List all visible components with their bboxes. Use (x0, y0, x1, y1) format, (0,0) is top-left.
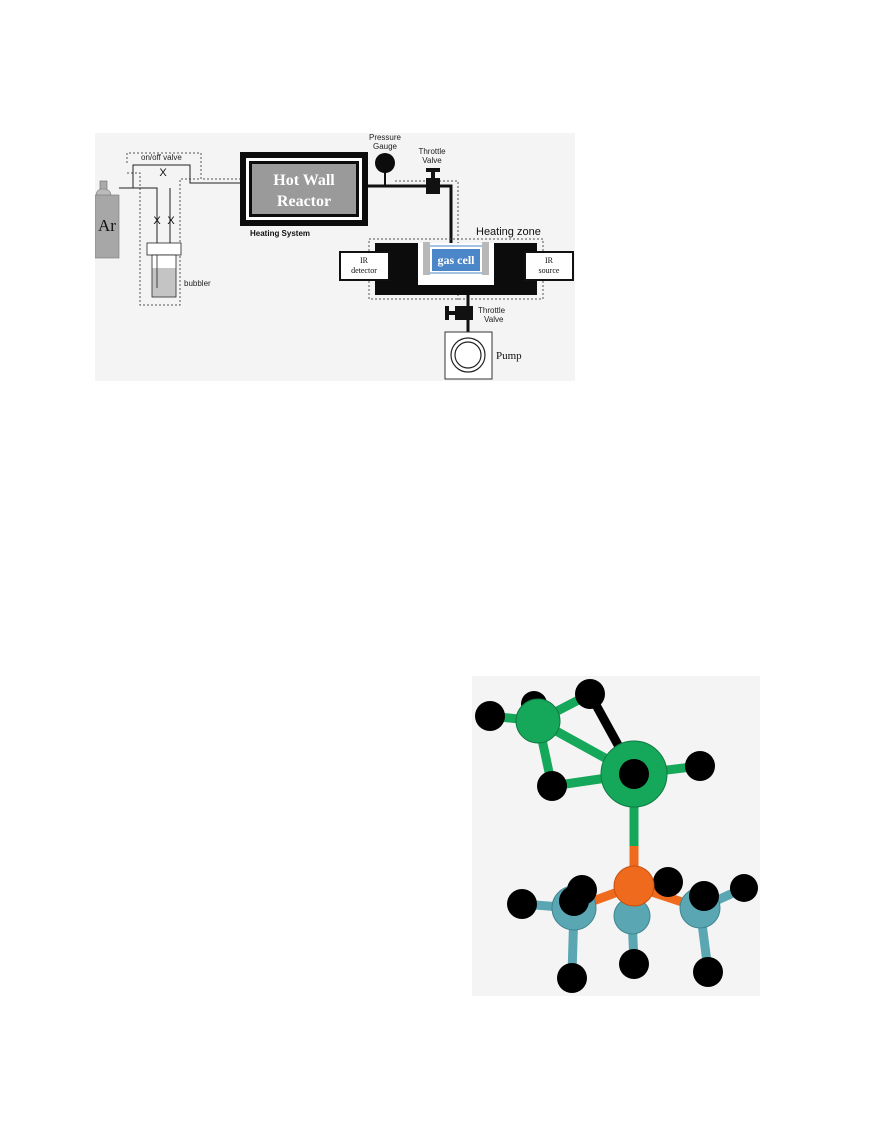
hydrogen-atom (619, 949, 649, 979)
experimental-setup-schematic: Ar on/off valve X X X bubbler Hot Wall R… (95, 133, 575, 381)
heating-zone-label: Heating zone (476, 226, 541, 238)
reactor-label-line1: Hot Wall (273, 172, 335, 189)
heating-system-label: Heating System (250, 229, 310, 238)
hydrogen-atom (693, 957, 723, 987)
orange-atom (613, 865, 655, 907)
hydrogen-atom (507, 889, 537, 919)
hydrogen-atom (730, 874, 758, 902)
molecule-atoms (475, 679, 758, 993)
pressure-gauge-label-line2: Gauge (373, 142, 398, 151)
hydrogen-atom (685, 751, 715, 781)
bubbler-valve-mark: X (153, 215, 161, 227)
ir-source-label-line1: IR (545, 256, 554, 265)
ir-source-label-line2: source (539, 266, 560, 275)
ir-detector-label-line1: IR (360, 256, 369, 265)
hydrogen-atom (619, 759, 649, 789)
hydrogen-atom (567, 875, 597, 905)
gas-cell: gas cell (423, 242, 489, 275)
ir-detector (339, 251, 390, 281)
gas-line (119, 164, 240, 243)
reactor-outlet-line (368, 184, 453, 251)
gas-line-heating-enclosure (126, 152, 459, 306)
molecule-structure (472, 676, 760, 996)
pump (444, 331, 493, 380)
hydrogen-atom (653, 867, 683, 897)
cylinder-label: Ar (98, 216, 116, 235)
ir-detector-label-line2: detector (351, 266, 377, 275)
hydrogen-atom (537, 771, 567, 801)
reactor-label-line2: Reactor (277, 193, 331, 210)
bubbler (146, 242, 182, 298)
bubbler-valve-mark: X (167, 215, 175, 227)
throttle-valve-bottom (445, 306, 473, 320)
hydrogen-atom (575, 679, 605, 709)
throttle-valve-bottom-label-line1: Throttle (478, 306, 506, 315)
throttle-valve-top (426, 168, 440, 194)
gas-cell-label: gas cell (438, 253, 476, 267)
pump-label: Pump (496, 350, 522, 362)
hydrogen-atom (557, 963, 587, 993)
onoff-valve-mark: X (159, 167, 167, 179)
bubbler-label: bubbler (184, 279, 211, 288)
argon-cylinder: Ar (95, 180, 120, 259)
throttle-valve-top-label-line2: Valve (422, 156, 442, 165)
hot-wall-reactor: Hot Wall Reactor (240, 152, 368, 226)
ir-source (524, 251, 574, 281)
hydrogen-atom (689, 881, 719, 911)
throttle-valve-top-label-line1: Throttle (418, 147, 446, 156)
pressure-gauge-label-line1: Pressure (369, 133, 402, 142)
hydrogen-atom (475, 701, 505, 731)
pressure-gauge (375, 153, 395, 173)
green-atom (515, 698, 561, 744)
molecule-background (472, 676, 760, 996)
throttle-valve-bottom-label-line2: Valve (484, 315, 504, 324)
onoff-valve-label: on/off valve (141, 153, 182, 162)
